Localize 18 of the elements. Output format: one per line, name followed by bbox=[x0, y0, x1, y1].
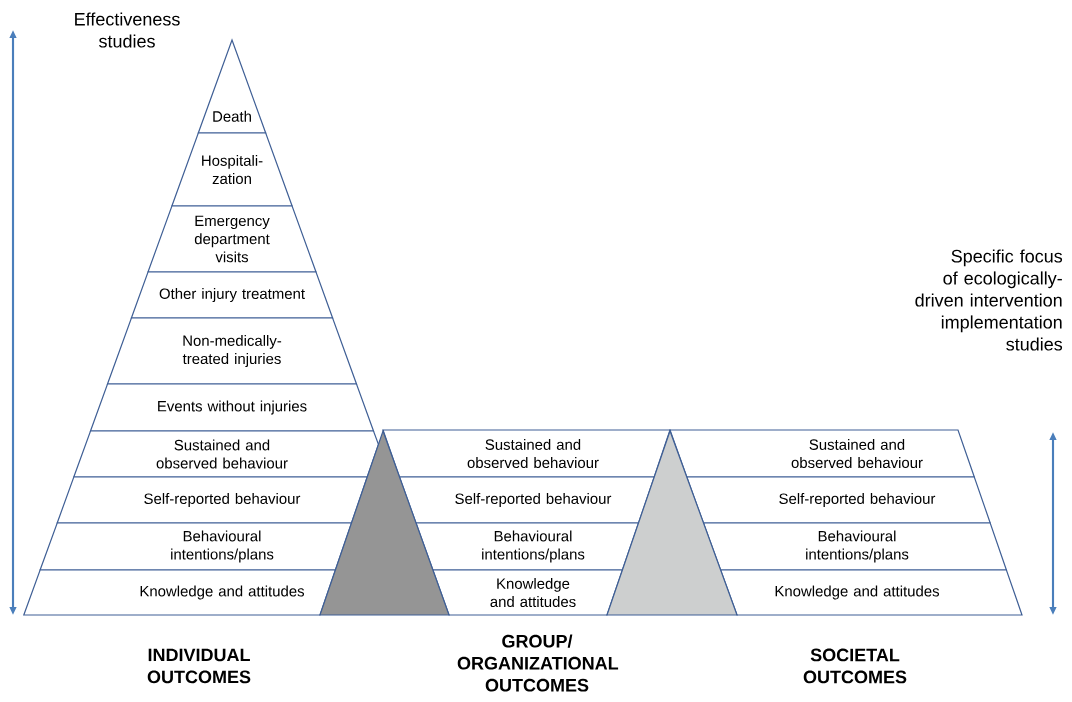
outcome-heading: SOCIETAL OUTCOMES bbox=[803, 648, 907, 684]
pyramid-band: Events without injuries bbox=[89, 383, 375, 432]
pyramid-band: Sustained and observed behaviour bbox=[669, 429, 976, 478]
pyramid-band: Behavioural intentions/plans bbox=[415, 522, 640, 571]
pyramid-band: Self-reported behaviour bbox=[56, 476, 369, 524]
pyramid-band: Behavioural intentions/plans bbox=[39, 522, 353, 571]
outcome-heading: INDIVIDUAL OUTCOMES bbox=[147, 648, 251, 684]
pyramid-band: Knowledge and attitudes bbox=[432, 569, 624, 616]
pyramid-band: Non-medically-treated injuries bbox=[106, 317, 358, 385]
pyramid-band: Other injury treatment bbox=[130, 271, 334, 319]
pyramid-band: Self-reported behaviour bbox=[398, 476, 656, 524]
pyramid-band: Sustained and observed behaviour bbox=[382, 429, 671, 478]
pyramid-band: Behavioural intentions/plans bbox=[702, 522, 1008, 571]
outcome-heading: GROUP/ ORGANIZATIONAL OUTCOMES bbox=[457, 634, 619, 692]
pyramid-band: Hospitali- zation bbox=[171, 132, 293, 207]
axis-label: Effectiveness studies bbox=[75, 12, 180, 48]
pyramid-band: Emergency department visits bbox=[147, 205, 317, 273]
axis-label: Specific focus of ecologically-driven intervention implementation studies bbox=[915, 249, 1063, 351]
